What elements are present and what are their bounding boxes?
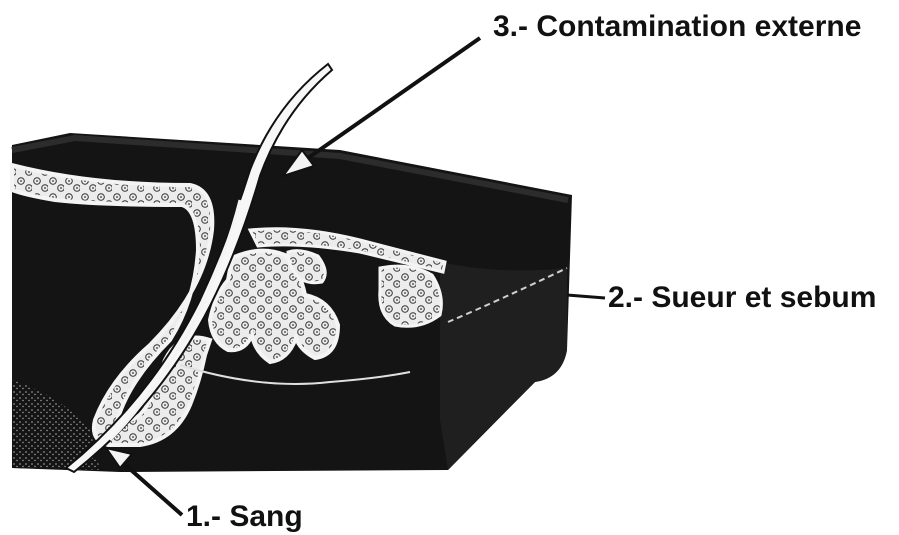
label-sweat-sebum: 2.- Sueur et sebum	[608, 281, 876, 315]
skin-block-side	[440, 262, 567, 470]
sweat-pointer-line	[567, 295, 605, 298]
label-blood: 1.- Sang	[186, 500, 303, 534]
external-pointer-line	[298, 38, 480, 165]
label-external-contamination: 3.- Contamination externe	[493, 10, 861, 44]
gland-right-large	[380, 266, 442, 326]
